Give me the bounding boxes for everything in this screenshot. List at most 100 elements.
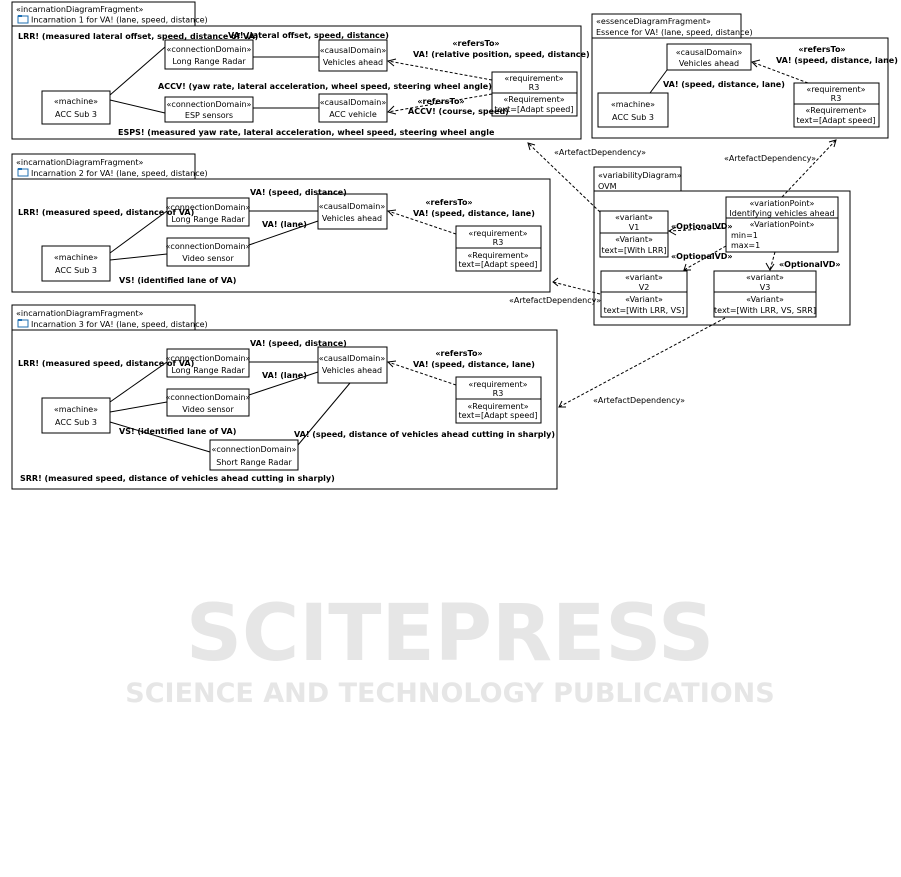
domain-name: Vehicles ahead [322,214,382,223]
domain-name: Vehicles ahead [322,366,382,375]
refers-to: «refersTo» [435,349,482,358]
machine-stereotype: «machine» [54,97,98,106]
domain-long-range-radar: «connectionDomain» Long Range Radar [164,39,254,70]
req-sub-stereotype: «Requirement» [467,402,528,411]
req-text: text=[Adapt speed] [459,411,538,420]
label-vs: VS! (identified lane of VA) [119,276,236,285]
folder-icon [17,15,29,24]
artefact-dependency-label-2: «ArtefactDependency» [724,154,816,163]
artefact-dependency-label-3: «ArtefactDependency» [509,296,601,305]
requirement-r3: «requirement» R3 «Requirement» text=[Ada… [491,71,578,117]
req-text: text=[Adapt speed] [797,116,876,125]
refers-label-2: ACCV! (course, speed) [408,107,509,116]
req-name: R3 [493,238,504,247]
folder-icon [17,319,29,328]
requirement-r3: «requirement» R3 «Requirement» text=[Ada… [455,225,542,272]
domain-esp-sensors: «connectionDomain» ESP sensors [164,96,254,123]
domain-stereotype: «causalDomain» [319,354,386,363]
domain-short-range-radar: «connectionDomain» Short Range Radar [209,439,299,471]
variant-name: V2 [639,283,650,292]
machine-acc-sub3: «machine» ACC Sub 3 [597,92,669,128]
machine-name: ACC Sub 3 [612,113,654,122]
label-lrr: LRR! (measured speed, distance of VA) [18,359,194,368]
domain-stereotype: «causalDomain» [320,98,387,107]
machine-name: ACC Sub 3 [55,266,97,275]
req-sub-stereotype: «Requirement» [805,106,866,115]
ovm-title: OVM [598,182,617,191]
label-va: VA! (speed, distance, lane) [663,80,785,89]
incarnation-3-fragment: «incarnationDiagramFragment» Incarnation… [11,304,558,490]
label-accv: ACCV! (yaw rate, lateral acceleration, w… [158,82,492,91]
domain-stereotype: «connectionDomain» [212,445,297,454]
domain-name: Vehicles ahead [679,59,739,68]
domain-stereotype: «connectionDomain» [166,354,251,363]
refers-label: VA! (speed, distance, lane) [776,56,898,65]
requirement-r3: «requirement» R3 «Requirement» text=[Ada… [793,82,880,128]
variant-v1: «variant» V1 «Variant» text=[With LRR] [599,210,669,258]
folder-icon [17,168,29,177]
domain-stereotype: «connectionDomain» [166,203,251,212]
incarnation-2-fragment: «incarnationDiagramFragment» Incarnation… [11,153,551,293]
req-stereotype: «requirement» [504,74,563,83]
vp-stereotype: «variationPoint» [750,199,815,208]
refers-to: «refersTo» [798,45,845,54]
variant-sub-stereotype: «Variant» [746,295,784,304]
inc3-title: Incarnation 3 for VA! (lane, speed, dist… [31,320,208,329]
domain-name: Short Range Radar [216,458,292,467]
refers-to: «refersTo» [425,198,472,207]
domain-vehicles-ahead: «causalDomain» Vehicles ahead [318,39,388,72]
domain-name: Long Range Radar [171,215,245,224]
label-va-speed-distance: VA! (speed, distance) [250,188,347,197]
refers-to-1: «refersTo» [452,39,499,48]
req-stereotype: «requirement» [468,229,527,238]
label-va-cutting-in: VA! (speed, distance of vehicles ahead c… [294,430,555,439]
variant-text: text=[With LRR] [601,246,666,255]
domain-name: ESP sensors [185,111,233,120]
label-va-lane: VA! (lane) [262,220,307,229]
artefact-dependency-label-1: «ArtefactDependency» [554,148,646,157]
label-va-lane: VA! (lane) [262,371,307,380]
req-sub-stereotype: «Requirement» [467,251,528,260]
vp-max: max=1 [731,241,760,250]
refers-to-2: «refersTo» [417,97,464,106]
inc3-stereotype: «incarnationDiagramFragment» [16,309,143,318]
domain-name: Video sensor [182,254,234,263]
optional-vd-v2: «OptionalVD» [671,252,733,261]
label-va-speed-distance: VA! (speed, distance) [250,339,347,348]
ess-title: Essence for VA! (lane, speed, distance) [596,28,753,37]
domain-stereotype: «connectionDomain» [166,393,251,402]
variation-point: «variationPoint» Identifying vehicles ah… [725,196,839,253]
vp-min: min=1 [731,231,758,240]
variant-text: text=[With LRR, VS] [604,306,685,315]
variant-text: text=[With LRR, VS, SRR] [714,306,816,315]
domain-stereotype: «connectionDomain» [166,242,251,251]
ovm-diagram: «variabilityDiagram» OVM «variationPoint… [593,166,851,326]
domain-stereotype: «connectionDomain» [167,100,252,109]
label-lrr: LRR! (measured lateral offset, speed, di… [18,32,258,41]
ess-stereotype: «essenceDiagramFragment» [596,17,711,26]
machine-acc-sub3: «machine» ACC Sub 3 [41,90,111,125]
incarnation-1-fragment: «incarnationDiagramFragment» Incarnation… [11,1,590,140]
req-name: R3 [493,389,504,398]
variant-v2: «variant» V2 «Variant» text=[With LRR, V… [600,270,688,318]
machine-acc-sub3: «machine» ACC Sub 3 [41,245,111,282]
req-sub-stereotype: «Requirement» [503,95,564,104]
domain-vehicles-ahead: «causalDomain» Vehicles ahead [666,43,752,71]
domain-name: Vehicles ahead [323,58,383,67]
variant-name: V1 [629,223,640,232]
machine-name: ACC Sub 3 [55,110,97,119]
domain-vehicles-ahead: «causalDomain» Vehicles ahead [317,193,388,230]
artefact-dependencies: «ArtefactDependency» «ArtefactDependency… [509,139,837,408]
domain-name: ACC vehicle [329,110,377,119]
machine-stereotype: «machine» [54,405,98,414]
variant-name: V3 [760,283,771,292]
label-vs: VS! (identified lane of VA) [119,427,236,436]
requirement-r3: «requirement» R3 «Requirement» text=[Ada… [455,376,542,424]
label-esps: ESPS! (measured yaw rate, lateral accele… [118,128,495,137]
label-va: VA! (lateral offset, speed, distance) [228,31,389,40]
variant-stereotype: «variant» [625,273,663,282]
machine-name: ACC Sub 3 [55,418,97,427]
domain-video-sensor: «connectionDomain» Video sensor [166,237,251,267]
